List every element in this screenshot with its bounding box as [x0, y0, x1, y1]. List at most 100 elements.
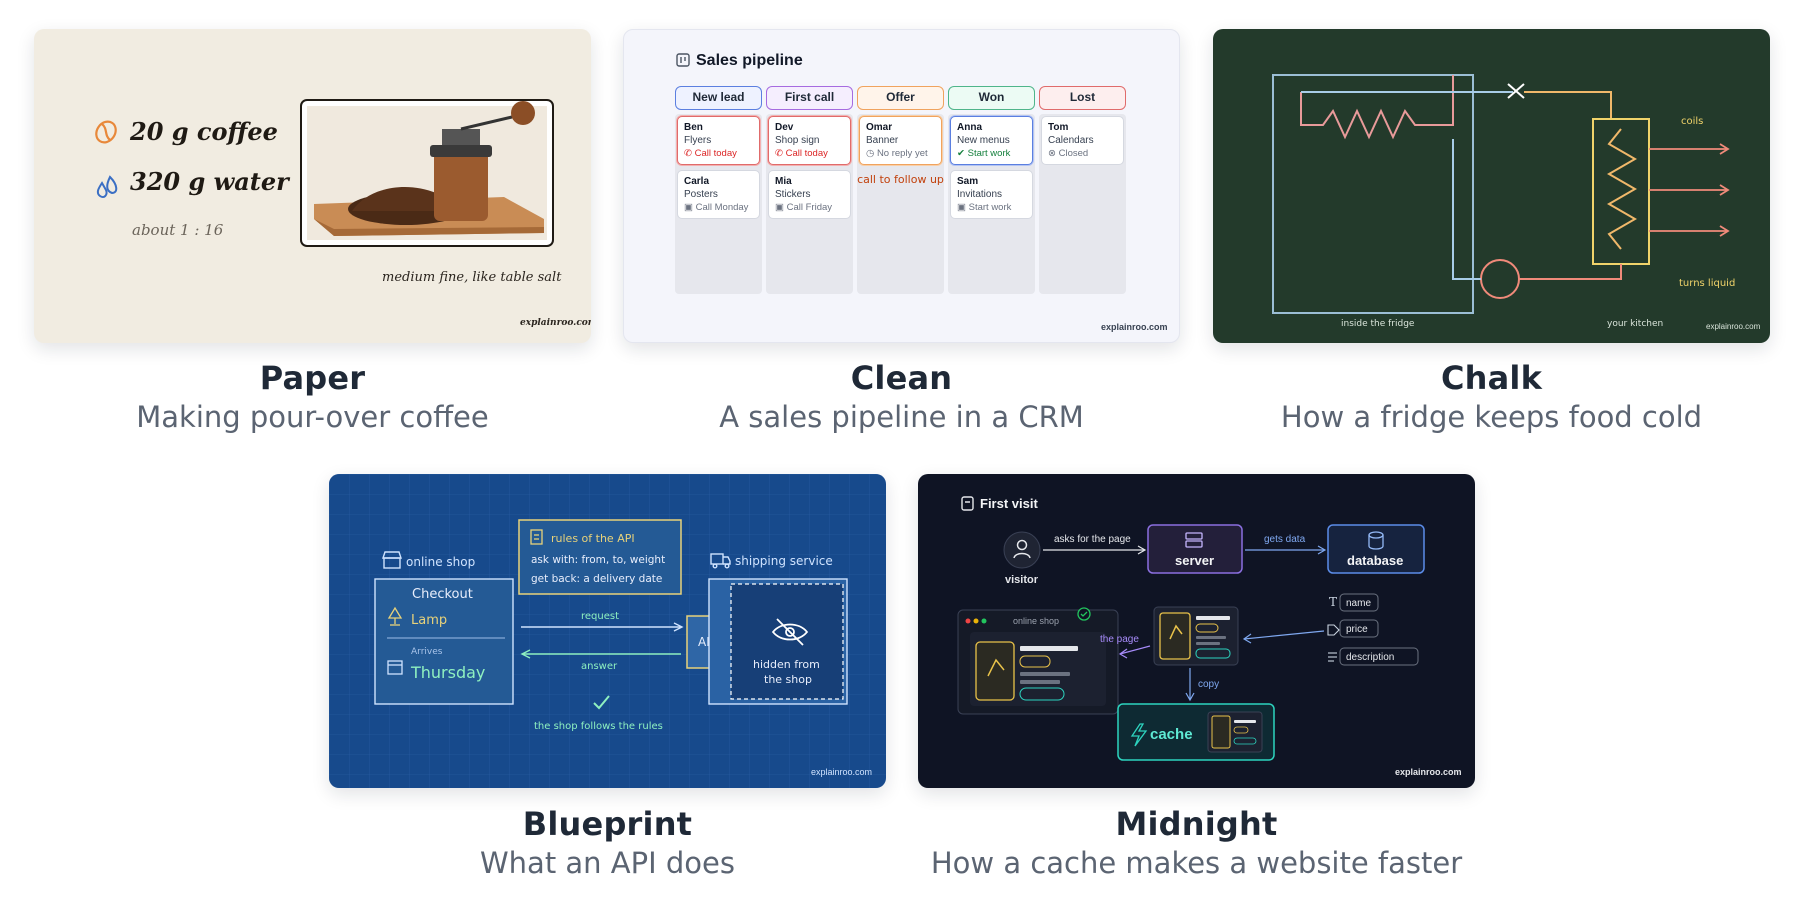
style-desc-paper: Making pour-over coffee [136, 400, 489, 434]
deal-card[interactable]: Tom Calendars ⊗ Closed [1041, 116, 1124, 165]
deal-card[interactable]: Sam Invitations ▣ Start work [950, 170, 1033, 219]
heat-arrows [1649, 143, 1730, 237]
user-icon [1013, 539, 1031, 559]
ratio-note: about 1 : 16 [132, 221, 224, 239]
label-turns-liquid: turns liquid [1679, 278, 1735, 289]
watermark: explainroo.com [1101, 322, 1168, 332]
label-copy: copy [1198, 679, 1219, 690]
deal-status: Call today [694, 148, 737, 159]
lines-icon [1328, 652, 1337, 662]
column-header[interactable]: Offer [857, 86, 944, 110]
label-cache: cache [1150, 726, 1193, 743]
deal-status: Call Monday [695, 202, 749, 213]
calendar-icon: ▣ [684, 202, 696, 213]
expansion-valve-icon [1507, 83, 1525, 99]
deal-status: Start work [967, 148, 1011, 159]
deal-status: Call today [785, 148, 828, 159]
column-header[interactable]: Lost [1039, 86, 1126, 110]
column-first-call: First call Dev Shop sign ✆ Call today Mi… [766, 86, 853, 294]
label-shipping-service: shipping service [735, 554, 833, 568]
deal-name: Dev [775, 122, 794, 133]
deal-card[interactable]: Omar Banner ◷ No reply yet [859, 116, 942, 165]
deal-name: Omar [866, 122, 893, 133]
style-desc-chalk: How a fridge keeps food cold [1280, 400, 1703, 434]
style-desc-blueprint: What an API does [480, 846, 735, 880]
label-visitor: visitor [1005, 574, 1039, 586]
style-name-clean: Clean [850, 359, 953, 397]
label-the-page: the page [1100, 634, 1139, 645]
closed-icon: ⊗ [1048, 148, 1059, 159]
rules-line-1: ask with: from, to, weight [531, 554, 665, 566]
label-inside-fridge: inside the fridge [1341, 319, 1415, 329]
deal-name: Sam [957, 176, 979, 187]
deal-item: Banner [866, 135, 899, 146]
calendar-icon: ▣ [957, 202, 969, 213]
fridge-circuit-diagram: coils turns liquid inside the fridge you… [1272, 74, 1735, 329]
paper-preview[interactable]: 20 g coffee 320 g water about 1 : 16 med… [34, 29, 591, 343]
coffee-bean-icon [95, 120, 117, 144]
grind-note: medium fine, like table salt [382, 270, 562, 285]
column-header[interactable]: Won [948, 86, 1035, 110]
lightning-icon [1130, 723, 1148, 747]
tag-icon [1327, 624, 1340, 636]
check-icon: ✔ [957, 148, 968, 159]
watermark: explainroo.com [811, 767, 873, 777]
deal-item: New menus [957, 135, 1010, 146]
label-server: server [1175, 553, 1214, 568]
phone-icon: ✆ [684, 148, 695, 159]
label-answer: answer [581, 661, 618, 672]
deal-name: Mia [775, 176, 792, 187]
check-icon [1080, 611, 1088, 617]
deal-status: No reply yet [876, 148, 928, 159]
deal-name: Tom [1048, 122, 1069, 133]
watermark: explainroo.com [1395, 767, 1462, 777]
document-icon [530, 529, 543, 545]
deal-status: Call Friday [786, 202, 833, 213]
midnight-preview[interactable]: First visit visitor asks for the page se… [918, 474, 1475, 788]
chalk-preview[interactable]: coils turns liquid inside the fridge you… [1213, 29, 1770, 343]
shop-icon [382, 551, 402, 569]
column-header[interactable]: New lead [675, 86, 762, 110]
rules-title: rules of the API [551, 532, 635, 545]
column-won: Won Anna New menus ✔ Start work Sam Invi… [948, 86, 1035, 294]
check-icon [593, 695, 610, 710]
blueprint-preview[interactable]: online shop rules of the API ask with: f… [329, 474, 886, 788]
compressor-icon [1480, 259, 1520, 299]
deal-item: Posters [684, 189, 718, 200]
clean-preview[interactable]: Sales pipeline New lead Ben Flyers ✆ Cal… [623, 29, 1180, 343]
truck-icon [710, 553, 731, 569]
deal-card[interactable]: Ben Flyers ✆ Call today [677, 116, 760, 165]
label-arrives: Arrives [411, 647, 443, 657]
deal-item: Flyers [684, 135, 712, 146]
column-offer: Offer Omar Banner ◷ No reply yet call to… [857, 86, 944, 294]
rules-line-2: get back: a delivery date [531, 573, 662, 585]
paper-illustration: 20 g coffee 320 g water about 1 : 16 med… [95, 99, 562, 285]
database-icon [1368, 531, 1384, 550]
style-name-midnight: Midnight [1115, 805, 1278, 843]
deal-card[interactable]: Carla Posters ▣ Call Monday [677, 170, 760, 219]
deal-card[interactable]: Mia Stickers ▣ Call Friday [768, 170, 851, 219]
label-database: database [1347, 553, 1403, 568]
text-field-icon: T [1329, 595, 1337, 609]
api-diagram: online shop rules of the API ask with: f… [329, 474, 886, 788]
column-header[interactable]: First call [766, 86, 853, 110]
style-desc-clean: A sales pipeline in a CRM [719, 400, 1084, 434]
deal-item: Calendars [1048, 135, 1094, 146]
delivery-day: Thursday [410, 663, 485, 682]
label-gets-data: gets data [1264, 534, 1306, 545]
item-lamp: Lamp [411, 613, 447, 628]
deal-name: Anna [957, 122, 982, 133]
deal-card[interactable]: Dev Shop sign ✆ Call today [768, 116, 851, 165]
deal-card[interactable]: Anna New menus ✔ Start work [950, 116, 1033, 165]
server-icon [1185, 532, 1203, 548]
grinder-image [300, 99, 554, 247]
water-drops-icon [96, 175, 118, 199]
hidden-line-2: the shop [764, 673, 812, 686]
watermark: explainroo.com [1706, 322, 1761, 331]
column-new-lead: New lead Ben Flyers ✆ Call today Carla P… [675, 86, 762, 294]
cache-diagram: First visit visitor asks for the page se… [957, 496, 1425, 761]
field-price: price [1346, 624, 1368, 635]
field-description: description [1346, 652, 1394, 663]
deal-name: Carla [684, 176, 710, 187]
calendar-icon [387, 660, 403, 675]
